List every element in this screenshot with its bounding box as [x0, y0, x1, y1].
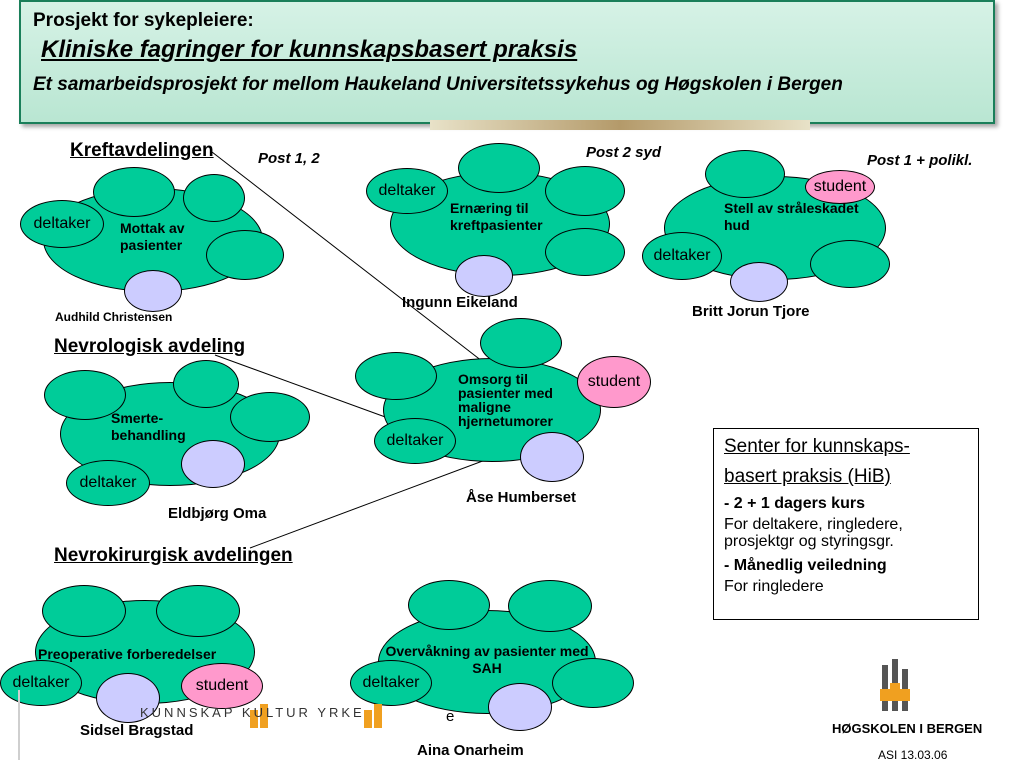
hib-building-logo-icon	[880, 659, 910, 711]
member-bubble	[183, 174, 245, 222]
member-bubble	[173, 360, 239, 408]
deltaker-bubble: deltaker	[642, 232, 722, 280]
footer-logo-words: KUNNSKAP KULTUR YRKE	[140, 705, 365, 720]
group-omsorg-label: Omsorg til pasienter med maligne hjernet…	[458, 371, 553, 429]
member-bubble	[705, 150, 785, 198]
member-bubble	[42, 585, 126, 637]
member-bubble	[552, 658, 634, 708]
member-bubble	[44, 370, 126, 420]
leader-bubble	[730, 262, 788, 302]
logo-bar-icon	[374, 704, 382, 728]
logo-bar-icon	[250, 710, 258, 728]
member-bubble	[206, 230, 284, 280]
member-bubble	[545, 228, 625, 276]
member-bubble	[508, 580, 592, 632]
senter-item-2: - Månedlig veiledning	[724, 557, 887, 574]
member-bubble	[355, 352, 437, 400]
post-1-polikl: Post 1 + polikl.	[867, 152, 973, 169]
member-bubble	[93, 167, 175, 217]
leader-bubble	[455, 255, 513, 297]
senter-info-box: Senter for kunnskaps- basert praksis (Hi…	[713, 428, 979, 620]
leader-bubble	[181, 440, 245, 488]
page-edge-line	[18, 690, 20, 760]
senter-item-1-desc: For deltakere, ringledere, prosjektgr og…	[724, 516, 903, 550]
leader-name-ase: Åse Humberset	[466, 489, 577, 506]
leader-name-ingunn: Ingunn Eikeland	[402, 294, 518, 311]
group-preop-label: Preoperative forberedelser	[38, 646, 217, 662]
banner-image-strip	[430, 120, 810, 130]
slide-date: ASI 13.03.06	[878, 748, 948, 762]
senter-item-2-desc: For ringledere	[724, 578, 824, 595]
leader-name-audhild: Audhild Christensen	[55, 310, 173, 324]
member-bubble	[480, 318, 562, 368]
dept-kreft: Kreftavdelingen	[70, 140, 214, 161]
post-1-2: Post 1, 2	[258, 150, 320, 167]
leader-name-sidsel: Sidsel Bragstad	[80, 722, 194, 739]
deltaker-bubble: deltaker	[0, 660, 82, 706]
dept-nevrologisk: Nevrologisk avdeling	[54, 336, 246, 357]
logo-bar-icon	[364, 710, 372, 728]
group-ernaering-label: Ernæring til kreftpasienter	[450, 200, 543, 233]
leader-name-britt: Britt Jorun Tjore	[692, 303, 810, 320]
group-overvak-label: Overvåkning av pasienter med SAH	[385, 643, 589, 676]
senter-item-1: - 2 + 1 dagers kurs	[724, 495, 865, 512]
member-bubble	[408, 580, 490, 630]
dept-nevrokirurgisk: Nevrokirurgisk avdelingen	[54, 545, 293, 566]
deltaker-bubble: deltaker	[350, 660, 432, 706]
member-bubble	[545, 166, 625, 216]
deltaker-bubble: deltaker	[374, 418, 456, 464]
group-smerte-label: Smerte-behandling	[111, 410, 186, 443]
logo-bar-icon	[260, 704, 268, 728]
student-bubble: student	[181, 663, 263, 709]
deltaker-bubble: deltaker	[66, 460, 150, 506]
leader-bubble	[96, 673, 160, 723]
header-line1: Prosjekt for sykepleiere:	[33, 10, 254, 31]
deltaker-bubble: deltaker	[20, 200, 104, 248]
member-bubble	[810, 240, 890, 288]
group-mottak-label: Mottak av pasienter	[120, 220, 185, 253]
leader-bubble	[520, 432, 584, 482]
post-2-syd: Post 2 syd	[586, 144, 662, 161]
senter-heading-2: basert praksis (HiB)	[724, 466, 891, 487]
member-bubble	[230, 392, 310, 442]
school-name: HØGSKOLEN I BERGEN	[832, 721, 983, 736]
leader-bubble	[488, 683, 552, 731]
member-bubble	[458, 143, 540, 193]
connector-nevrokirurgisk	[249, 455, 497, 549]
stray-letter: e	[446, 708, 455, 725]
deltaker-bubble: deltaker	[366, 168, 448, 214]
leader-name-aina: Aina Onarheim	[417, 742, 524, 759]
header-banner: Prosjekt for sykepleiere: Kliniske fagri…	[19, 0, 995, 124]
group-stell-label: Stell av stråleskadet hud	[724, 200, 859, 233]
connector-nevrologisk	[214, 354, 389, 419]
leader-name-eldbjorg: Eldbjørg Oma	[168, 505, 267, 522]
leader-bubble	[124, 270, 182, 312]
senter-heading-1: Senter for kunnskaps-	[724, 436, 910, 457]
connector-kreft	[211, 151, 501, 376]
member-bubble	[156, 585, 240, 637]
header-subtitle: Et samarbeidsprosjekt for mellom Haukela…	[33, 74, 843, 95]
header-title: Kliniske fagringer for kunnskapsbasert p…	[41, 36, 578, 63]
student-bubble: student	[577, 356, 651, 408]
student-bubble: student	[805, 170, 875, 204]
